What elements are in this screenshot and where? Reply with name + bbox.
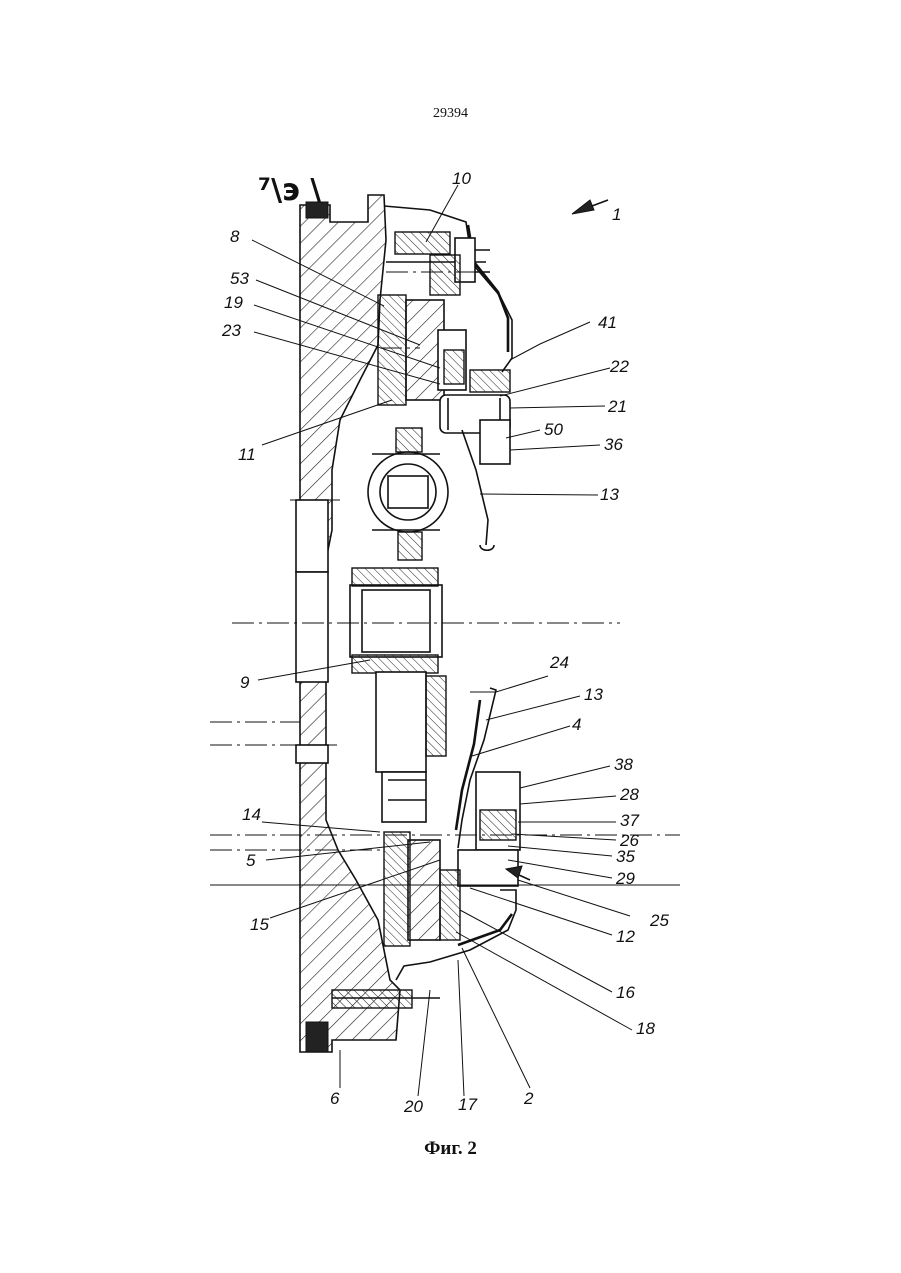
- label-6: 6: [330, 1089, 340, 1108]
- label-35: 35: [616, 847, 635, 866]
- label-5: 5: [246, 851, 256, 870]
- label-11: 11: [238, 445, 256, 464]
- label-38: 38: [614, 755, 633, 774]
- label-13-upper: 13: [600, 485, 619, 504]
- label-15: 15: [250, 915, 269, 934]
- label-36: 36: [604, 435, 623, 454]
- label-21: 21: [607, 397, 627, 416]
- label-8: 8: [230, 227, 240, 246]
- label-29: 29: [615, 869, 635, 888]
- label-10: 10: [452, 169, 471, 188]
- label-25: 25: [649, 911, 669, 930]
- label-17: 17: [458, 1095, 477, 1114]
- label-18: 18: [636, 1019, 655, 1038]
- label-23: 23: [221, 321, 241, 340]
- upper-assembly: [368, 206, 512, 560]
- label-13-lower: 13: [584, 685, 603, 704]
- label-28: 28: [619, 785, 639, 804]
- figure-caption: Фиг. 2: [0, 1138, 901, 1160]
- label-4: 4: [572, 715, 581, 734]
- label-1: 1: [612, 205, 621, 224]
- label-22: 22: [609, 357, 629, 376]
- reference-arrow: [506, 200, 608, 880]
- label-53: 53: [230, 269, 249, 288]
- label-24: 24: [549, 653, 569, 672]
- label-12: 12: [616, 927, 635, 946]
- label-41: 41: [598, 313, 617, 332]
- label-19: 19: [224, 293, 243, 312]
- central-hub: [350, 568, 446, 822]
- label-9: 9: [240, 673, 250, 692]
- label-20: 20: [403, 1097, 423, 1116]
- label-16: 16: [616, 983, 635, 1002]
- label-37: 37: [620, 811, 639, 830]
- label-2: 2: [523, 1089, 534, 1108]
- part-labels: 1 10 8 53 19 23 11 41 22 21 50 36 13 9 2…: [221, 169, 669, 1116]
- label-14: 14: [242, 805, 261, 824]
- label-50: 50: [544, 420, 563, 439]
